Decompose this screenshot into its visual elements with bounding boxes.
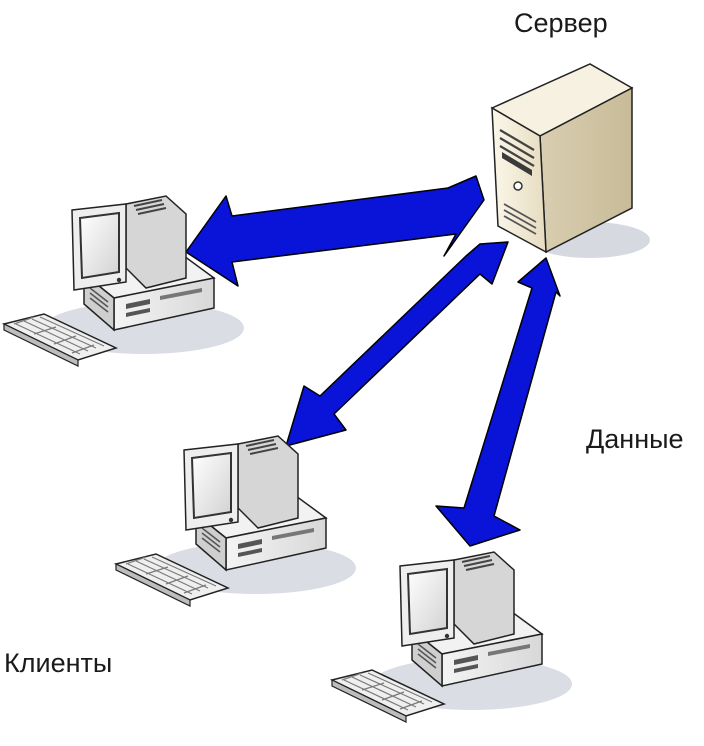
desktop-computer-icon [115,435,357,607]
data-label: Данные [586,424,684,454]
server-label: Сервер [514,8,608,38]
desktop-computer-icon [331,551,573,723]
client-computer-2 [115,435,357,607]
clients-label: Клиенты [4,648,113,678]
arrow-server-client-2 [285,241,509,447]
server-tower-icon [490,63,634,254]
arrow-server-client-1 [185,175,485,287]
client-computer-3 [331,551,573,723]
arrow-server-client-3 [435,257,561,547]
